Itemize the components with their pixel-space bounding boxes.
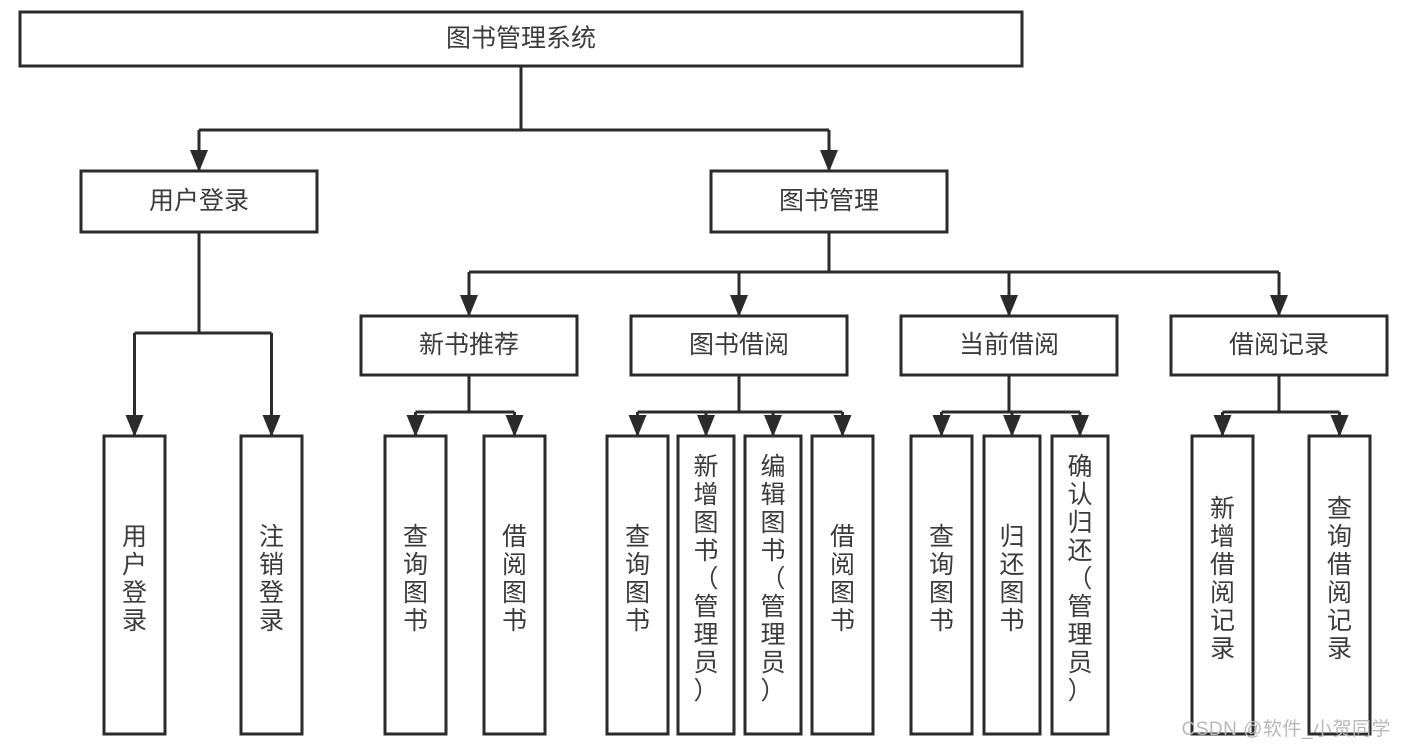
node-level2-图书管理[interactable]: 图书管理	[709, 169, 949, 234]
node-root-图书管理系统[interactable]: 图书管理系统	[18, 10, 1024, 68]
node-label: 用户登录	[149, 187, 249, 215]
arrow-head-icon	[628, 415, 647, 437]
arrow-head-icon	[1330, 415, 1349, 437]
node-leaf-1[interactable]: 注销登录	[239, 434, 304, 736]
node-level3-新书推荐[interactable]: 新书推荐	[359, 314, 579, 377]
node-leaf-5[interactable]: 新增图书（管理员）	[676, 434, 736, 736]
node-label: 注销登录	[259, 523, 284, 635]
node-label: 新增图书（管理员）	[693, 453, 718, 705]
node-label: 查询图书	[403, 523, 428, 635]
arrow-head-icon	[820, 150, 838, 172]
watermark-text: CSDN @软件_小贺同学	[1181, 719, 1391, 740]
arrow-head-icon	[125, 415, 144, 437]
node-leaf-7[interactable]: 借阅图书	[810, 434, 875, 736]
arrow-head-icon	[932, 415, 951, 437]
arrow-head-icon	[1003, 415, 1021, 437]
node-label: 查询图书	[929, 523, 954, 635]
arrow-head-icon	[1213, 415, 1232, 437]
node-label: 查询图书	[625, 523, 650, 635]
node-label: 借阅图书	[502, 523, 527, 635]
node-label: 图书管理	[779, 187, 879, 215]
node-leaf-3[interactable]: 借阅图书	[482, 434, 547, 736]
node-leaf-10[interactable]: 确认归还（管理员）	[1050, 434, 1110, 736]
node-level3-当前借阅[interactable]: 当前借阅	[899, 314, 1119, 377]
node-label: 当前借阅	[959, 331, 1059, 359]
node-label: 确认归还（管理员）	[1067, 453, 1092, 705]
node-label: 用户登录	[122, 523, 147, 635]
node-label: 图书管理系统	[446, 25, 596, 53]
arrow-head-icon	[1270, 295, 1288, 317]
arrow-head-icon	[1000, 295, 1018, 317]
arrow-head-icon	[262, 415, 281, 437]
node-label: 新增借阅记录	[1210, 495, 1235, 663]
arrow-head-icon	[764, 415, 782, 437]
node-leaf-8[interactable]: 查询图书	[909, 434, 974, 736]
node-label: 查询借阅记录	[1327, 495, 1352, 663]
arrow-head-icon	[460, 295, 478, 317]
arrow-head-icon	[1071, 415, 1089, 437]
arrow-head-icon	[730, 295, 748, 317]
node-label: 借阅记录	[1229, 331, 1329, 359]
node-label: 编辑图书（管理员）	[760, 453, 785, 705]
node-label: 归还图书	[999, 523, 1024, 635]
node-level3-借阅记录[interactable]: 借阅记录	[1169, 314, 1389, 377]
node-leaf-4[interactable]: 查询图书	[605, 434, 670, 736]
arrow-head-icon	[505, 415, 524, 437]
node-label: 图书借阅	[689, 331, 789, 359]
arrow-head-icon	[833, 415, 852, 437]
node-leaf-9[interactable]: 归还图书	[982, 434, 1042, 736]
node-level2-用户登录[interactable]: 用户登录	[79, 169, 319, 234]
node-leaf-12[interactable]: 查询借阅记录	[1307, 434, 1372, 736]
node-leaf-0[interactable]: 用户登录	[102, 434, 167, 736]
arrow-head-icon	[190, 150, 208, 172]
node-label: 借阅图书	[830, 523, 855, 635]
arrow-head-icon	[406, 415, 425, 437]
node-level3-图书借阅[interactable]: 图书借阅	[629, 314, 849, 377]
node-leaf-6[interactable]: 编辑图书（管理员）	[743, 434, 803, 736]
node-label: 新书推荐	[419, 331, 519, 359]
arrow-head-icon	[697, 415, 715, 437]
node-leaf-2[interactable]: 查询图书	[383, 434, 448, 736]
node-leaf-11[interactable]: 新增借阅记录	[1190, 434, 1255, 736]
